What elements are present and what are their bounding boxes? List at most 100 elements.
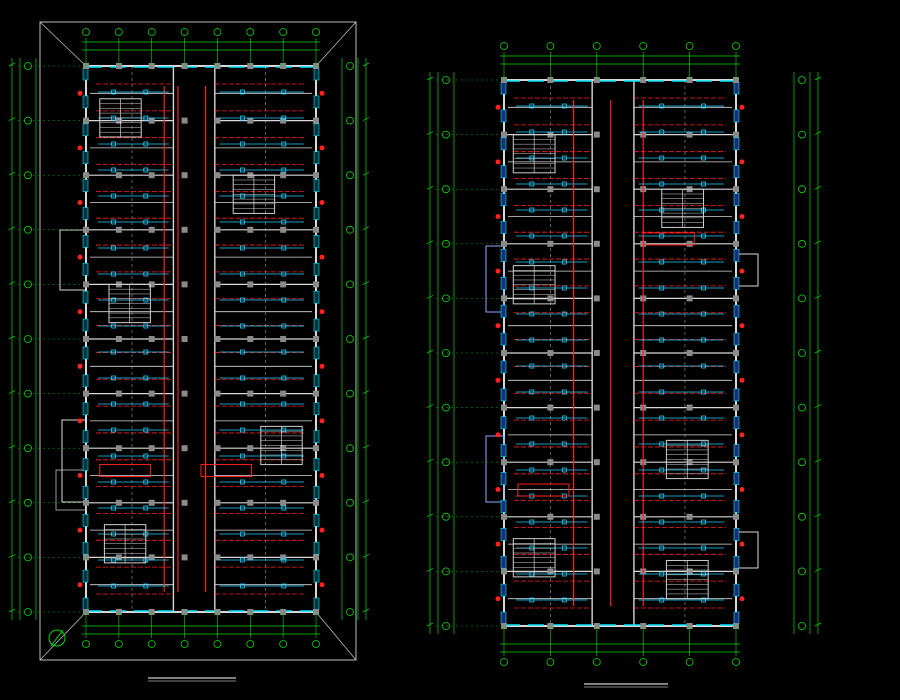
dimension-tick bbox=[8, 608, 16, 613]
window bbox=[82, 95, 89, 109]
structural-column bbox=[280, 336, 287, 342]
air-diffuser bbox=[561, 571, 567, 577]
window bbox=[313, 569, 320, 583]
window bbox=[500, 193, 507, 206]
damper-marker bbox=[495, 487, 501, 492]
air-diffuser bbox=[239, 583, 245, 589]
air-diffuser bbox=[701, 415, 706, 421]
air-diffuser bbox=[561, 441, 567, 447]
air-diffuser bbox=[561, 207, 567, 213]
air-diffuser bbox=[143, 427, 149, 433]
window bbox=[82, 374, 89, 388]
air-diffuser bbox=[659, 103, 665, 109]
axis-bubble bbox=[798, 185, 806, 194]
structural-column bbox=[686, 131, 693, 138]
axis-bubble bbox=[213, 28, 222, 36]
dimension-tick bbox=[426, 404, 434, 408]
structural-column bbox=[83, 226, 89, 233]
structural-column bbox=[313, 117, 319, 124]
axis-bubble bbox=[732, 42, 740, 50]
structural-column bbox=[148, 117, 155, 124]
window bbox=[500, 555, 507, 569]
dimension-tick bbox=[362, 62, 370, 67]
structural-column bbox=[83, 445, 89, 452]
floor-plan-left bbox=[8, 21, 370, 682]
axis-bubble bbox=[24, 498, 32, 507]
air-diffuser bbox=[659, 519, 665, 525]
damper-marker bbox=[495, 541, 501, 547]
air-diffuser bbox=[143, 193, 149, 199]
structural-column bbox=[148, 226, 155, 233]
damper-marker bbox=[319, 473, 325, 478]
air-diffuser bbox=[701, 597, 706, 603]
damper-marker bbox=[77, 254, 83, 260]
air-diffuser bbox=[659, 571, 665, 577]
structural-column bbox=[501, 404, 507, 411]
axis-bubble bbox=[346, 335, 354, 343]
air-diffuser bbox=[281, 479, 287, 485]
stairwells bbox=[512, 134, 709, 600]
air-diffuser bbox=[239, 271, 245, 277]
axis-bubble bbox=[279, 28, 288, 36]
axis-bubble bbox=[442, 294, 450, 303]
damper-marker bbox=[77, 473, 83, 478]
air-diffuser bbox=[143, 349, 149, 355]
axis-bubble bbox=[114, 640, 123, 648]
structural-column bbox=[214, 554, 221, 561]
axis-bubble bbox=[798, 349, 806, 357]
damper-marker bbox=[739, 268, 745, 274]
structural-column bbox=[115, 172, 122, 179]
structural-column bbox=[733, 131, 739, 138]
air-diffuser bbox=[239, 479, 245, 485]
air-diffuser bbox=[659, 389, 665, 395]
axis-bubble bbox=[798, 512, 806, 521]
window bbox=[82, 290, 89, 304]
structural-column bbox=[593, 404, 600, 411]
dimension-tick bbox=[814, 295, 822, 299]
axis-bubble bbox=[24, 608, 32, 616]
axis-bubble bbox=[798, 76, 806, 84]
structural-column bbox=[115, 336, 122, 342]
damper-marker bbox=[77, 145, 83, 151]
roof-hip-line bbox=[39, 21, 87, 67]
dimension-tick bbox=[362, 608, 370, 613]
air-diffuser bbox=[239, 167, 245, 173]
window bbox=[733, 416, 740, 430]
stairwells bbox=[99, 98, 303, 564]
air-diffuser bbox=[239, 219, 245, 225]
window bbox=[733, 360, 740, 374]
window bbox=[313, 541, 320, 555]
air-diffuser bbox=[659, 285, 665, 291]
air-diffuser bbox=[239, 557, 245, 563]
structural-column bbox=[247, 445, 254, 452]
structural-column bbox=[280, 390, 287, 397]
air-diffuser bbox=[701, 311, 706, 317]
damper-marker bbox=[319, 363, 325, 369]
dimension-tick bbox=[8, 499, 16, 504]
window bbox=[733, 165, 740, 178]
dimension-tick bbox=[362, 499, 370, 504]
window bbox=[82, 318, 89, 332]
structural-column bbox=[313, 445, 319, 452]
axis-bubble bbox=[546, 42, 555, 50]
dimension-tick bbox=[426, 185, 434, 190]
dimension-tick bbox=[426, 622, 434, 627]
axis-bubble bbox=[279, 640, 288, 648]
structural-column bbox=[733, 350, 739, 356]
ductwork bbox=[495, 97, 745, 609]
air-diffuser bbox=[281, 219, 287, 225]
roof-hip-line bbox=[39, 611, 87, 661]
air-diffuser bbox=[143, 583, 149, 589]
structural-column bbox=[593, 240, 600, 247]
damper-marker bbox=[77, 90, 83, 96]
air-diffuser bbox=[281, 297, 287, 303]
axis-bubble bbox=[312, 28, 320, 36]
axis-bubble bbox=[147, 28, 156, 36]
window bbox=[733, 528, 740, 541]
window bbox=[82, 67, 89, 81]
axis-bubble bbox=[442, 512, 450, 521]
window bbox=[500, 528, 507, 541]
structural-column bbox=[547, 459, 554, 466]
window bbox=[82, 514, 89, 527]
structural-column bbox=[547, 513, 554, 520]
